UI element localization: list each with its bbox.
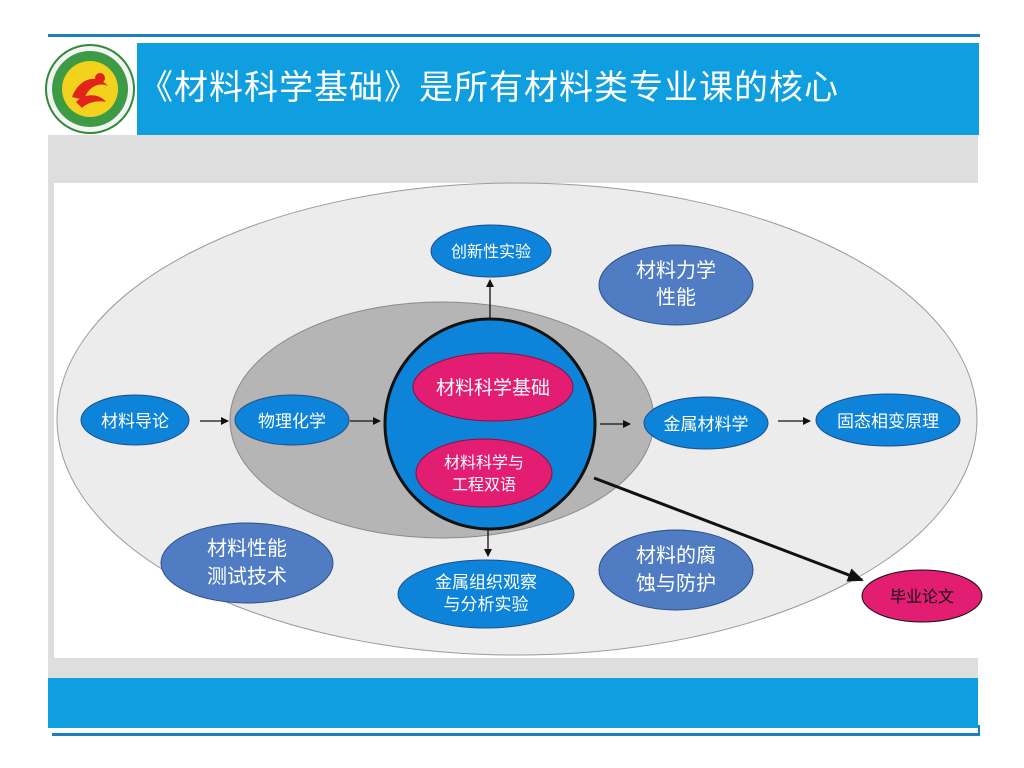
node-thesis-label: 毕业论文 <box>890 587 954 606</box>
university-logo <box>45 44 135 134</box>
node-testing-line2: 测试技术 <box>207 564 287 588</box>
node-testing: 材料性能 测试技术 <box>160 522 334 604</box>
node-physchem-label: 物理化学 <box>258 412 326 432</box>
bottom-rule <box>52 733 980 736</box>
node-mechanics-line2: 性能 <box>656 285 696 309</box>
node-intro-label: 材料导论 <box>101 412 169 432</box>
node-physchem: 物理化学 <box>234 394 350 446</box>
node-bilingual-line2: 工程双语 <box>452 475 516 494</box>
node-micro: 金属组织观察 与分析实验 <box>397 559 575 629</box>
node-corrosion: 材料的腐 蚀与防护 <box>598 529 754 611</box>
node-mechanics: 材料力学 性能 <box>598 244 754 326</box>
arrow-core-to-thesis <box>593 476 864 582</box>
node-phase: 固态相变原理 <box>815 393 961 447</box>
node-micro-line2: 与分析实验 <box>444 595 529 615</box>
node-phase-label: 固态相变原理 <box>837 412 939 432</box>
bottom-rule-tick <box>978 725 980 736</box>
node-bilingual <box>415 438 553 508</box>
gray-band-bottom <box>48 658 978 678</box>
node-metal: 金属材料学 <box>643 396 769 450</box>
node-testing-line1: 材料性能 <box>207 536 287 560</box>
node-corrosion-line1: 材料的腐 <box>636 543 716 567</box>
node-mechanics-line1: 材料力学 <box>636 258 716 282</box>
gray-band-top <box>48 135 978 183</box>
node-metal-label: 金属材料学 <box>664 415 749 435</box>
gray-band-left <box>48 183 54 658</box>
page-title: 《材料科学基础》是所有材料类专业课的核心 <box>139 68 839 108</box>
node-core-label: 材料科学基础 <box>436 377 550 399</box>
node-intro: 材料导论 <box>80 394 190 446</box>
node-core <box>412 352 574 422</box>
footer-bar <box>48 678 978 728</box>
node-micro-line1: 金属组织观察 <box>435 573 537 593</box>
node-corrosion-line2: 蚀与防护 <box>636 571 716 595</box>
node-thesis: 毕业论文 <box>861 569 983 623</box>
node-innovation: 创新性实验 <box>430 224 552 278</box>
node-core-group: 材料科学基础 材料科学与 工程双语 <box>383 317 597 531</box>
node-innovation-label: 创新性实验 <box>451 242 531 261</box>
header-bar <box>137 43 979 135</box>
node-bilingual-line1: 材料科学与 <box>444 453 524 472</box>
top-rule <box>48 34 980 37</box>
